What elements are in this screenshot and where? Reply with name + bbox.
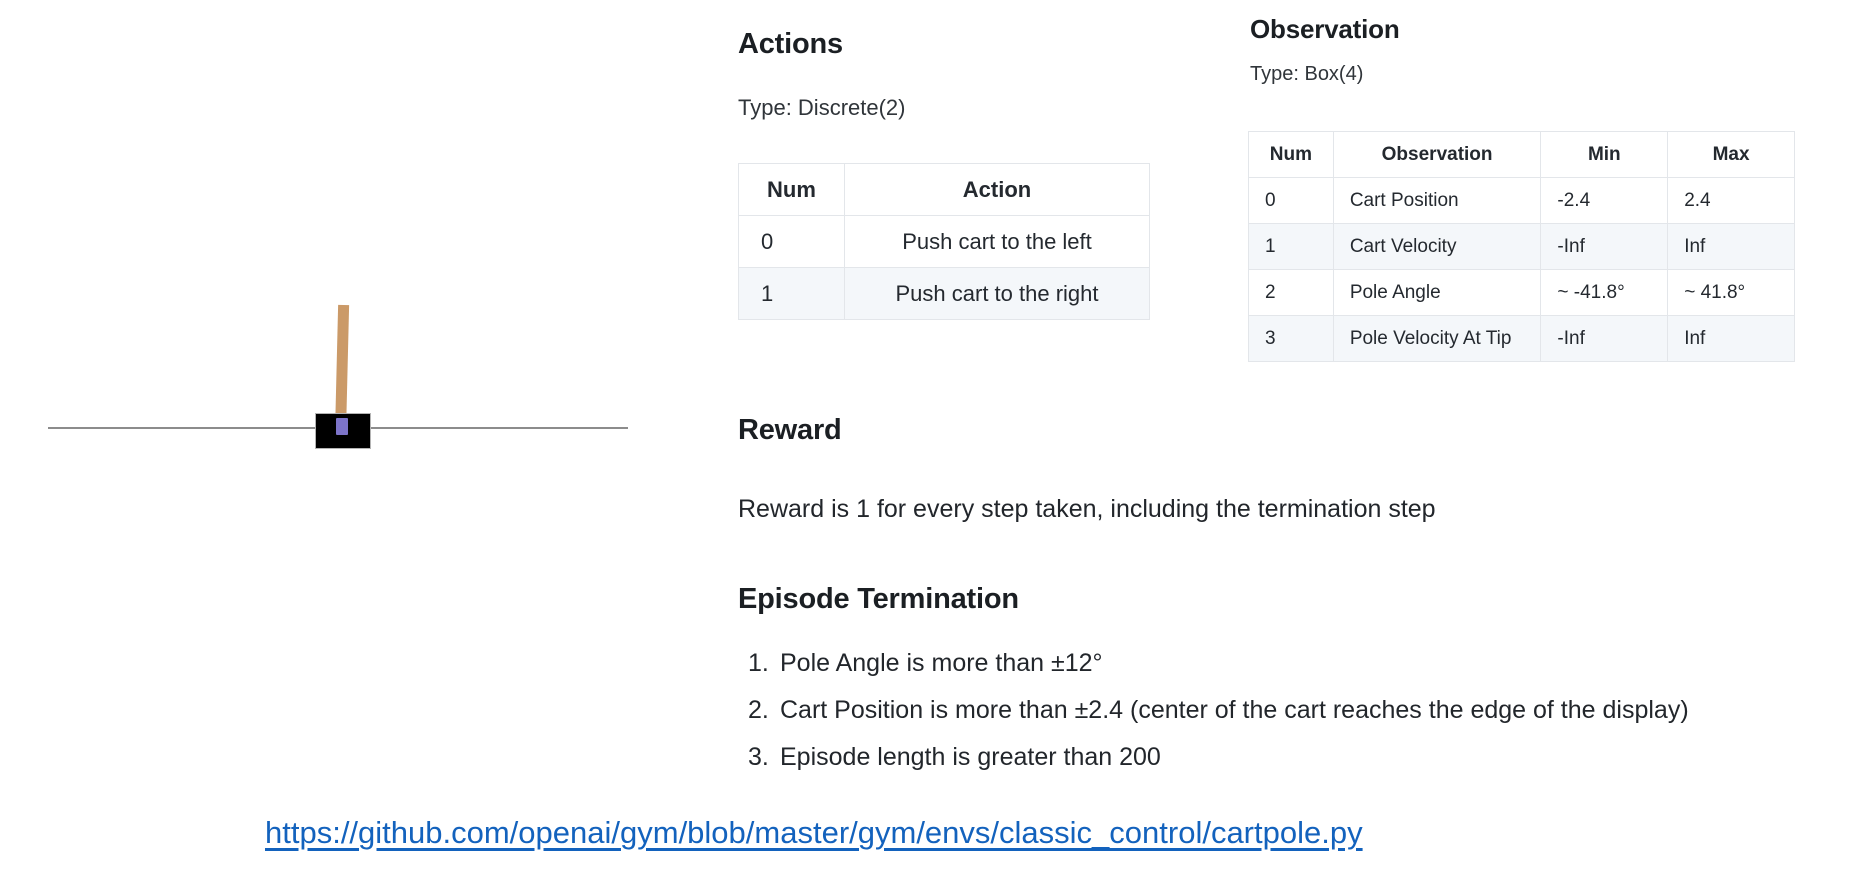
table-row: 2 Pole Angle ~ -41.8° ~ 41.8° xyxy=(1248,269,1795,316)
observation-col-observation: Observation xyxy=(1332,131,1542,178)
observation-cell-num: 2 xyxy=(1248,269,1334,316)
list-item: 1. Pole Angle is more than ±12° xyxy=(748,640,1838,687)
observation-cell-max: 2.4 xyxy=(1667,177,1795,224)
observation-cell-max: ~ 41.8° xyxy=(1667,269,1795,316)
list-item-text: Pole Angle is more than ±12° xyxy=(780,649,1103,677)
observation-cell-num: 3 xyxy=(1248,315,1334,362)
list-item-marker: 3. xyxy=(748,743,769,771)
observation-cell-num: 0 xyxy=(1248,177,1334,224)
reward-text: Reward is 1 for every step taken, includ… xyxy=(738,495,1436,523)
list-item-text: Episode length is greater than 200 xyxy=(780,743,1161,771)
table-row: 1 Push cart to the right xyxy=(738,267,1150,320)
cartpole-diagram xyxy=(0,0,700,800)
observation-cell-min: -Inf xyxy=(1540,315,1669,362)
list-item-marker: 1. xyxy=(748,649,769,677)
observation-cell-min: -Inf xyxy=(1540,223,1669,270)
episode-termination-heading: Episode Termination xyxy=(738,583,1019,615)
table-row: 0 Push cart to the left xyxy=(738,215,1150,268)
observation-heading: Observation xyxy=(1250,14,1400,44)
observation-cell-min: -2.4 xyxy=(1540,177,1669,224)
actions-cell-action: Push cart to the left xyxy=(844,215,1150,268)
table-header-row: Num Action xyxy=(738,163,1150,216)
list-item-text: Cart Position is more than ±2.4 (center … xyxy=(780,696,1689,724)
observation-cell-max: Inf xyxy=(1667,315,1795,362)
observation-col-min: Min xyxy=(1540,131,1669,178)
observation-cell-observation: Cart Position xyxy=(1332,177,1542,224)
actions-type-label: Type: Discrete(2) xyxy=(738,95,906,120)
actions-cell-num: 0 xyxy=(738,215,845,268)
source-code-link[interactable]: https://github.com/openai/gym/blob/maste… xyxy=(265,815,1363,850)
table-row: 1 Cart Velocity -Inf Inf xyxy=(1248,223,1795,270)
actions-col-num: Num xyxy=(738,163,845,216)
observation-type-label: Type: Box(4) xyxy=(1250,63,1364,85)
list-item: 2. Cart Position is more than ±2.4 (cent… xyxy=(748,687,1838,734)
actions-table: Num Action 0 Push cart to the left 1 Pus… xyxy=(738,163,1150,320)
table-row: 0 Cart Position -2.4 2.4 xyxy=(1248,177,1795,224)
observation-col-max: Max xyxy=(1667,131,1795,178)
actions-col-action: Action xyxy=(844,163,1150,216)
observation-table: Num Observation Min Max 0 Cart Position … xyxy=(1248,131,1795,362)
reward-heading: Reward xyxy=(738,414,842,446)
list-item: 3. Episode length is greater than 200 xyxy=(748,734,1838,781)
actions-cell-num: 1 xyxy=(738,267,845,320)
observation-cell-max: Inf xyxy=(1667,223,1795,270)
observation-cell-observation: Cart Velocity xyxy=(1332,223,1542,270)
actions-heading: Actions xyxy=(738,28,843,60)
table-header-row: Num Observation Min Max xyxy=(1248,131,1795,178)
table-row: 3 Pole Velocity At Tip -Inf Inf xyxy=(1248,315,1795,362)
list-item-marker: 2. xyxy=(748,696,769,724)
actions-cell-action: Push cart to the right xyxy=(844,267,1150,320)
observation-col-num: Num xyxy=(1248,131,1334,178)
observation-cell-observation: Pole Angle xyxy=(1332,269,1542,316)
observation-cell-observation: Pole Velocity At Tip xyxy=(1332,315,1542,362)
axle-icon xyxy=(336,418,348,435)
observation-cell-num: 1 xyxy=(1248,223,1334,270)
termination-list: 1. Pole Angle is more than ±12° 2. Cart … xyxy=(748,640,1838,781)
observation-cell-min: ~ -41.8° xyxy=(1540,269,1669,316)
